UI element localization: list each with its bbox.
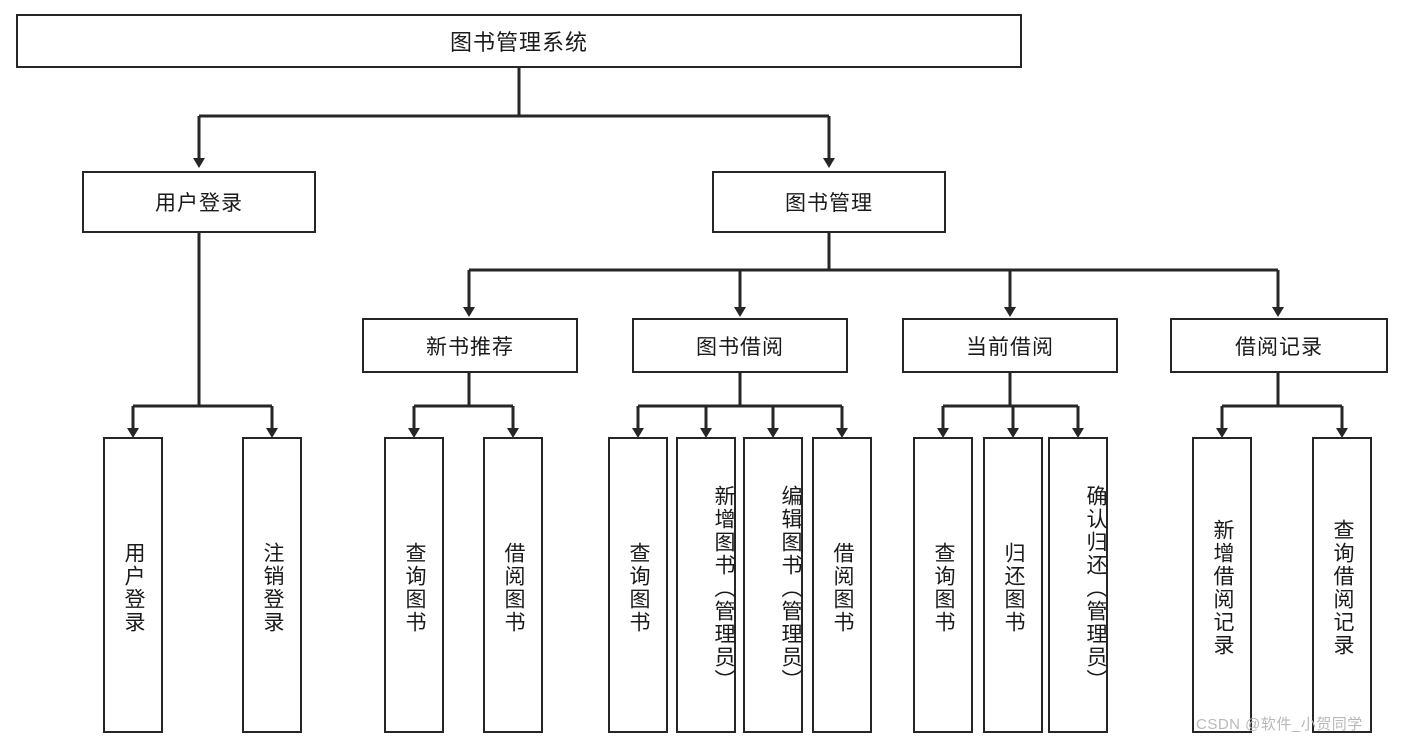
leaf-book-borrow-edit[interactable]: 编辑图书（管理员） xyxy=(743,437,803,733)
leaf-borrow-record-add[interactable]: 新增借阅记录 xyxy=(1192,437,1252,733)
leaf-current-borrow-query[interactable]: 查询图书 xyxy=(913,437,973,733)
node-book-management[interactable]: 图书管理 xyxy=(712,171,946,233)
node-user-login[interactable]: 用户登录 xyxy=(82,171,316,233)
leaf-user-login-signout[interactable]: 注销登录 xyxy=(242,437,302,733)
node-borrow-record[interactable]: 借阅记录 xyxy=(1170,318,1388,373)
leaf-book-borrow-lend[interactable]: 借阅图书 xyxy=(812,437,872,733)
node-root-system[interactable]: 图书管理系统 xyxy=(16,14,1022,68)
leaf-current-borrow-confirm-return[interactable]: 确认归还（管理员） xyxy=(1048,437,1108,733)
leaf-borrow-record-query[interactable]: 查询借阅记录 xyxy=(1312,437,1372,733)
leaf-new-book-borrow[interactable]: 借阅图书 xyxy=(483,437,543,733)
leaf-new-book-query[interactable]: 查询图书 xyxy=(384,437,444,733)
node-current-borrow[interactable]: 当前借阅 xyxy=(902,318,1118,373)
leaf-book-borrow-query[interactable]: 查询图书 xyxy=(608,437,668,733)
leaf-current-borrow-return[interactable]: 归还图书 xyxy=(983,437,1043,733)
watermark-text: CSDN @软件_小贺同学 xyxy=(1196,716,1363,733)
leaf-book-borrow-add[interactable]: 新增图书（管理员） xyxy=(676,437,736,733)
node-book-borrow[interactable]: 图书借阅 xyxy=(632,318,848,373)
leaf-user-login-signin[interactable]: 用户登录 xyxy=(103,437,163,733)
node-new-book-recommend[interactable]: 新书推荐 xyxy=(362,318,578,373)
